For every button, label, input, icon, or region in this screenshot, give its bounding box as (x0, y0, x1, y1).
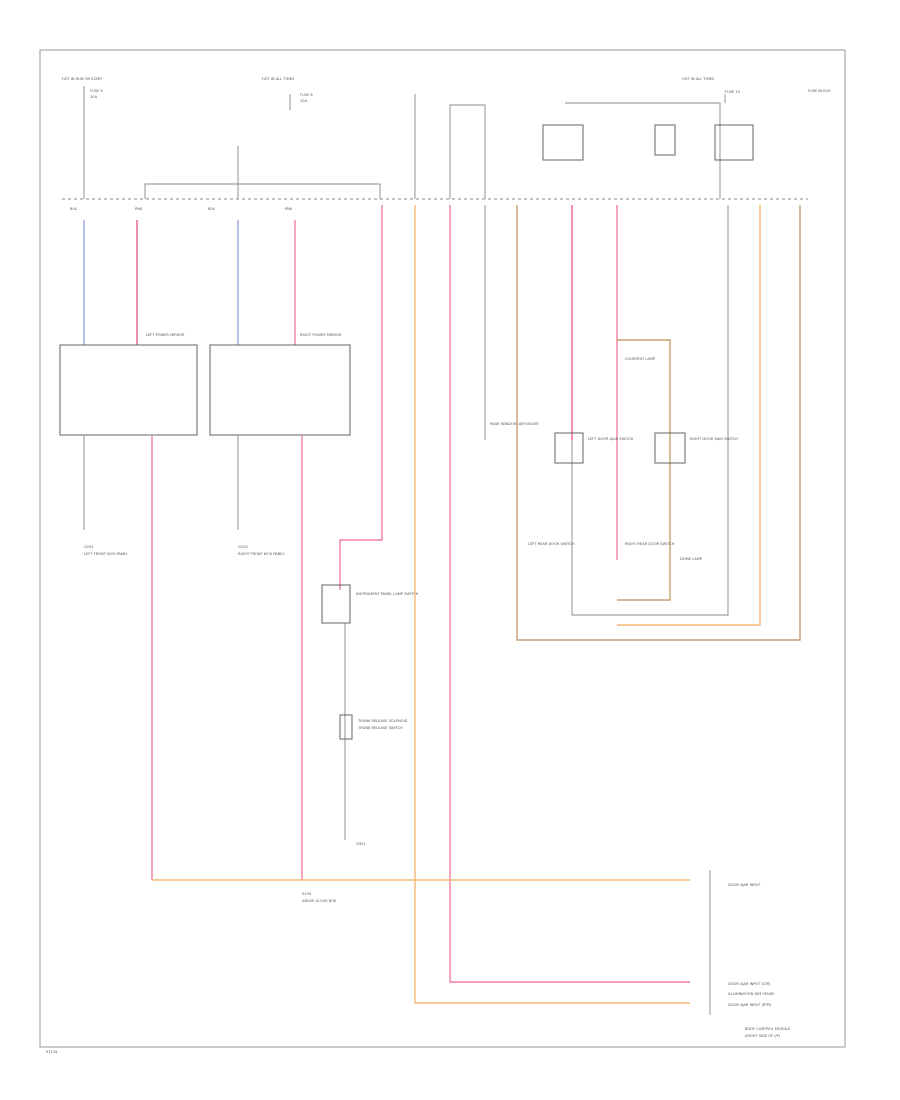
tan-dome-wire (617, 339, 671, 601)
bcm-pin-4: DOOR AJAR INPUT (RTR) (728, 1003, 772, 1007)
relay-center (654, 124, 676, 156)
trunk-release-2-label: TRUNK RELEASE SWITCH (357, 726, 403, 730)
pink-door-wire-left (516, 205, 801, 641)
relay-left (542, 124, 584, 161)
right-front-door-switch (654, 432, 686, 464)
rear-defog-label: REAR WINDOW DEFOGGER (490, 422, 539, 426)
bcm-pin-3: ILLUMINATION DIM SENSE (728, 992, 775, 996)
header-fuse-amp-1: 10A (90, 95, 98, 99)
feed-bus-3 (449, 104, 486, 199)
right-front-door-label: RIGHT DOOR AJAR SWITCH (690, 437, 738, 441)
trunk-release-solenoid (339, 714, 353, 740)
left-rear-door-label: LEFT REAR DOOR SWITCH (528, 542, 575, 546)
feed-bus-1 (144, 183, 381, 199)
left-power-mirror (59, 344, 198, 436)
right-power-mirror-label: RIGHT POWER MIRROR (300, 333, 342, 337)
connector-label-3: BLK (208, 207, 215, 211)
header-hot-label-3: HOT IN ALL TIMES (682, 77, 715, 81)
left-ground-desc: LEFT FRONT KICK PANEL (84, 552, 128, 556)
left-power-mirror-label: LEFT POWER MIRROR (146, 333, 185, 337)
connector-label-4: PNK (285, 207, 293, 211)
left-front-door-label: LEFT DOOR AJAR SWITCH (588, 437, 634, 441)
header-fuse-block: FUSE BLOCK (808, 89, 831, 93)
right-ground-label: G203 (238, 545, 248, 549)
ground-bottom-label: G301 (356, 842, 366, 846)
dome-lamp-label: DOME LAMP (680, 557, 703, 561)
lamp-switch (321, 584, 351, 624)
right-ground-desc: RIGHT FRONT KICK PANEL (238, 552, 285, 556)
splice-label: S250 (302, 892, 312, 896)
bcm-pin-1: DOOR AJAR INPUT (728, 883, 761, 887)
splice-desc: ABOVE GLOVE BOX (302, 899, 337, 903)
left-ground-label: G201 (84, 545, 94, 549)
bcm-pin-2: DOOR AJAR INPUT (LTR) (728, 982, 771, 986)
courtesy-lamp-label: COURTESY LAMP (625, 357, 656, 361)
diagram-border (39, 49, 846, 1048)
lamp-switch-label: INSTRUMENT PANEL LAMP SWITCH (356, 592, 419, 596)
header-fuse-2: FUSE 8 (300, 93, 313, 97)
header-fuse-amp-2: 10A (300, 99, 308, 103)
left-front-door-switch (554, 432, 584, 464)
connector-label-1: BLK (70, 207, 77, 211)
pink-illumination-wire (339, 205, 383, 590)
header-fuse-1: FUSE 9 (90, 89, 103, 93)
bcm-location: (RIGHT SIDE OF I/P) (745, 1034, 781, 1038)
orange-door-wire (617, 205, 761, 626)
pink-wire-bcm (449, 205, 690, 983)
relay-right (714, 124, 754, 161)
right-rear-door-label: RIGHT REAR DOOR SWITCH (625, 542, 675, 546)
header-hot-label-2: HOT IN ALL TIMES (262, 77, 295, 81)
header-hot-label-1: HOT IN RUN OR START (62, 77, 103, 81)
feed-bus-4 (565, 102, 721, 199)
trunk-release-1-label: TRUNK RELEASE SOLENOID (357, 719, 408, 723)
right-power-mirror (209, 344, 351, 436)
bcm-label: BODY CONTROL MODULE (745, 1027, 791, 1031)
orange-wire-main (414, 205, 690, 1004)
connector-label-2: PNK (135, 207, 143, 211)
footer-code: 97134 (46, 1050, 58, 1054)
header-fuse-3: FUSE 10 (725, 90, 741, 94)
black-door-ground (571, 205, 729, 616)
